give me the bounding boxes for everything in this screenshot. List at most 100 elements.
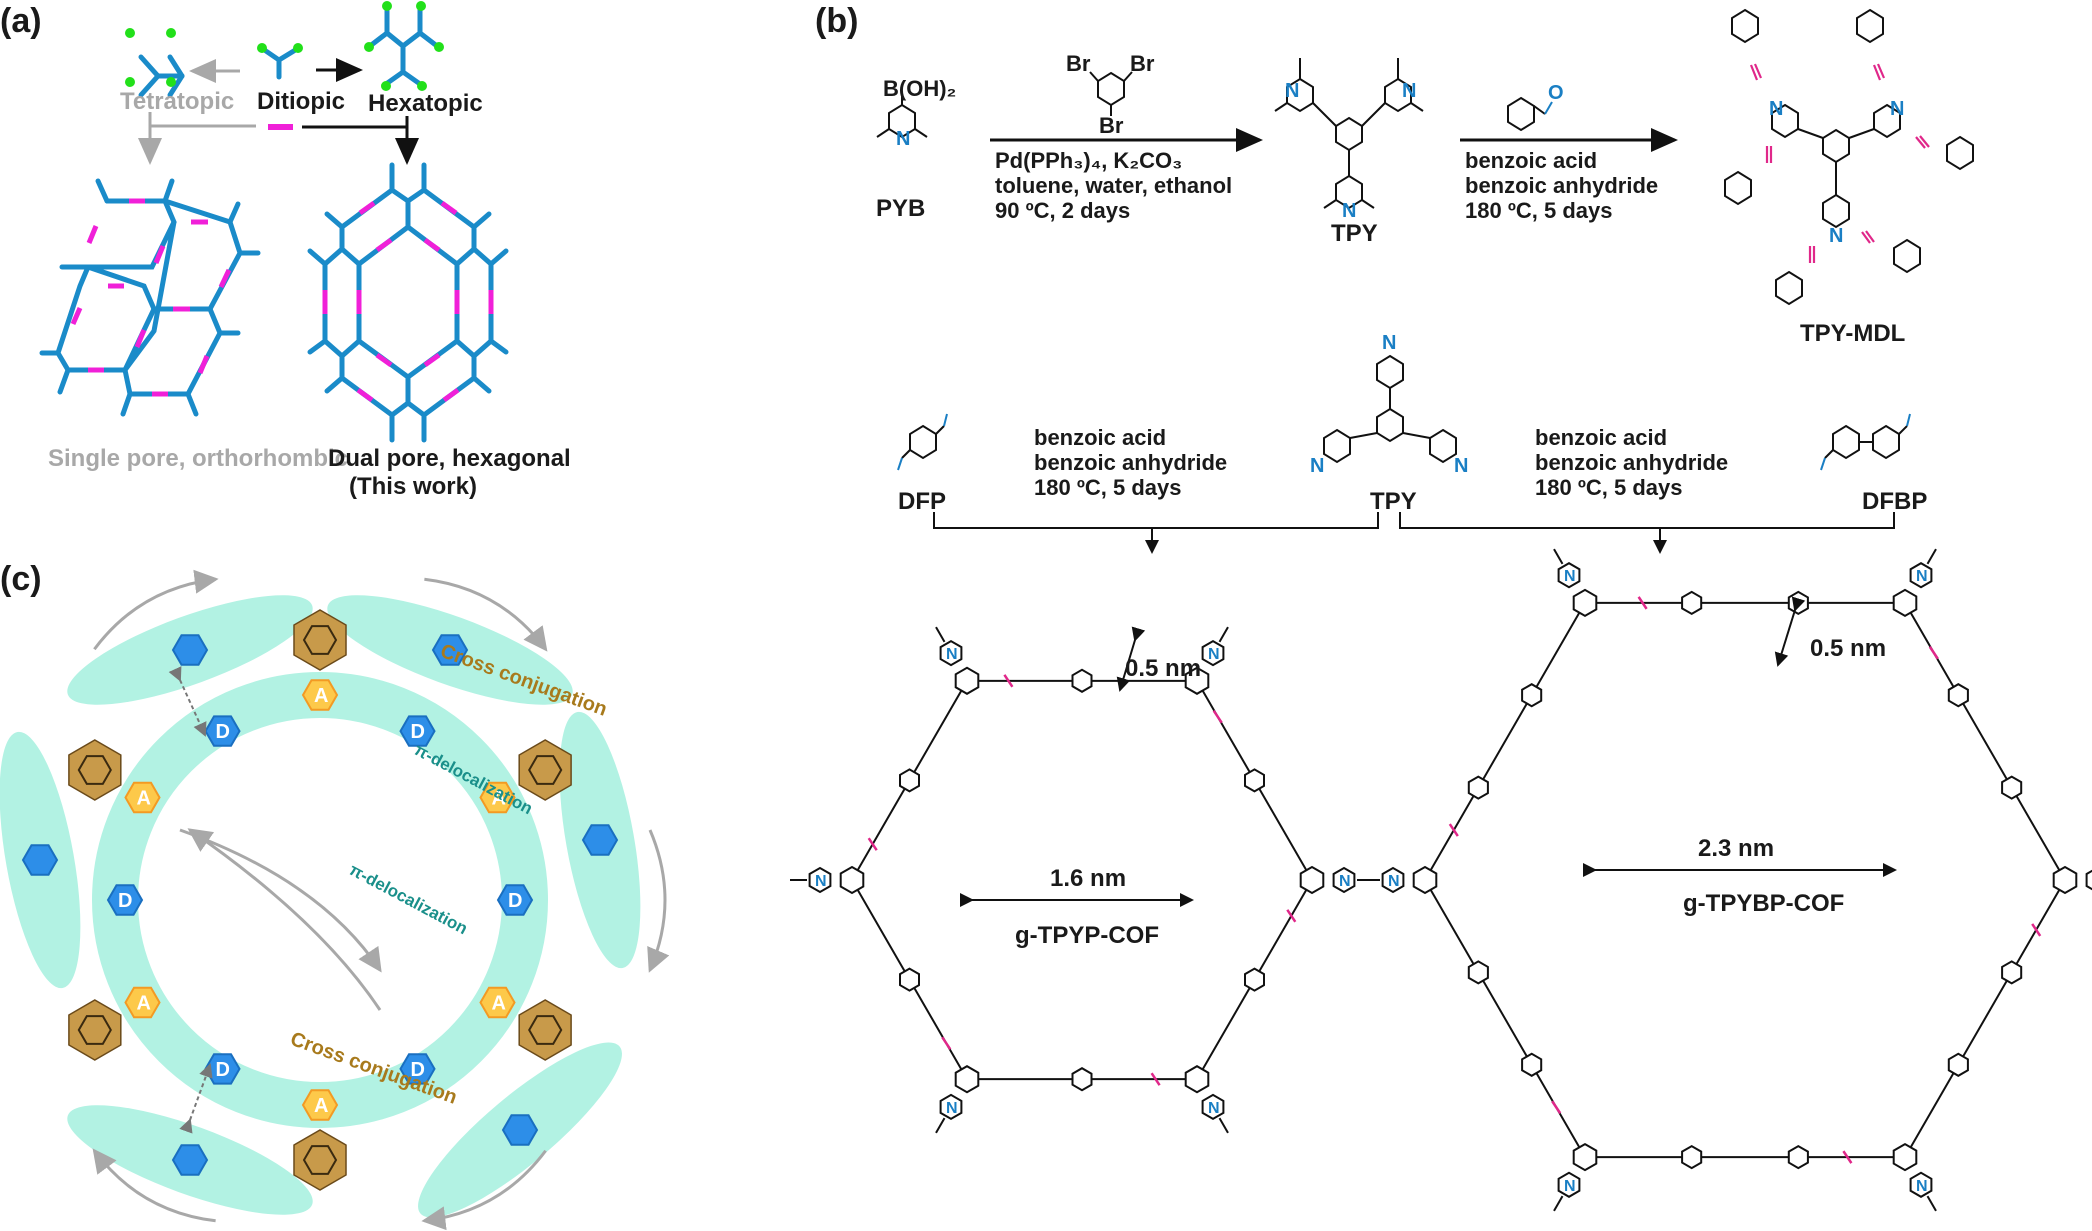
core-benzene-ring: [302, 625, 338, 655]
donor-label: D: [411, 1059, 425, 1081]
tetratopic-label: Tetratopic: [120, 88, 235, 115]
panel-c-label: (c): [0, 560, 42, 598]
vinylene-bond: [1842, 1150, 1853, 1164]
vinylene-bond: [1150, 1072, 1161, 1086]
benzene-core-ring: [1892, 588, 1918, 618]
pyridine-ring: [1909, 1171, 1933, 1198]
tpy-lower-n-label-3: N: [1454, 455, 1469, 477]
triazine-core-triangle: [293, 609, 347, 671]
phenyl-linker-ring: [1521, 683, 1543, 708]
vinylene-bond: [1448, 823, 1459, 837]
benzene-core-ring: [1572, 588, 1598, 618]
phenyl-linker-ring: [899, 967, 920, 992]
single-pore-label: Single pore, orthorhombic: [48, 445, 349, 472]
pyridine-nitrogen-label: N: [1564, 568, 1576, 585]
phenyl-linker-ring: [1071, 1067, 1093, 1092]
phenyl-linker-ring: [1681, 1144, 1703, 1170]
cross-conjugation-arrow: [168, 666, 207, 737]
vinylene-bond: [1551, 1100, 1562, 1114]
dfbp-molecule: [1820, 413, 1911, 471]
tpy-molecule: [1274, 58, 1424, 210]
pyridine-ring: [808, 866, 832, 894]
core-benzene-ring: [528, 755, 563, 785]
panel-b-label: (b): [815, 2, 859, 40]
donor-label: D: [216, 1059, 230, 1081]
pyridine-ring: [1909, 562, 1933, 589]
dfbp-conditions: benzoic acid benzoic anhydride 180 ºC, 5…: [1535, 425, 1729, 500]
acceptor-label: A: [314, 685, 328, 707]
bromo-label-1: Br: [1066, 51, 1091, 76]
benzaldehyde-molecule: [1507, 96, 1553, 132]
small-pore-dimension-arrow: [1774, 596, 1806, 667]
pyb-label: PYB: [876, 195, 926, 222]
vinylene-bond: [1637, 596, 1648, 610]
acceptor-label: A: [136, 788, 150, 810]
phenyl-linker-ring: [1681, 590, 1703, 616]
tpy-mdl-label: TPY-MDL: [1800, 320, 1906, 347]
core-benzene-ring: [528, 1015, 563, 1045]
benzene-core-ring: [1299, 865, 1325, 895]
tpy-lower-label: TPY: [1370, 488, 1417, 515]
pyridine-ring: [1201, 1093, 1225, 1121]
phenyl-linker-ring: [899, 768, 920, 793]
outer-conjugation-arrow: [421, 1149, 547, 1231]
acceptor-pyridine-ring: [301, 1089, 339, 1121]
outer-conjugation-arrow: [647, 829, 670, 973]
pyridine-nitrogen-label: N: [1208, 1100, 1220, 1117]
g-tpyp-cof-small-pore-label: 0.5 nm: [1125, 655, 1202, 682]
tpy-mdl-molecule: [1724, 8, 1974, 306]
arrow-to-single-pore: [138, 112, 256, 165]
vinylene-bond: [1003, 674, 1014, 688]
phenyl-linker-ring: [1467, 775, 1489, 800]
pi-delocalization-arrow: [187, 828, 382, 1011]
acceptor-pyridine-ring: [479, 986, 516, 1019]
bromo-label-2: Br: [1130, 51, 1155, 76]
phenyl-linker-ring: [1071, 668, 1093, 693]
outer-donor-ring: [21, 844, 59, 876]
g-tpybp-cof-large-pore-label: 2.3 nm: [1698, 835, 1775, 862]
core-benzene-ring: [77, 1015, 112, 1045]
g-tpybp-cof-name: g-TPYBP-COF: [1683, 890, 1845, 917]
pyridine-nitrogen-label: N: [1208, 646, 1220, 663]
triazine-core-triangle: [68, 739, 122, 801]
outer-conjugation-arrow: [93, 569, 219, 651]
phenyl-linker-ring: [1467, 960, 1489, 985]
pyridine-nitrogen-label: N: [946, 646, 958, 663]
g-tpybp-cof-small-pore-label: 0.5 nm: [1810, 635, 1887, 662]
pyridine-nitrogen-label: N: [1339, 873, 1351, 890]
dfbp-label: DFBP: [1862, 488, 1928, 515]
pyridine-ring: [1201, 639, 1225, 667]
outer-donor-ring: [171, 634, 209, 666]
donor-label: D: [411, 721, 425, 743]
tpy-mdl-n-label-3: N: [1829, 225, 1844, 247]
dfp-to-cof-connector: [933, 512, 1379, 529]
arrow-to-dual-pore: [302, 116, 419, 165]
small-pore-dimension-arrow: [1116, 626, 1146, 692]
outer-donor-ring: [501, 1114, 539, 1146]
ditiopic-node-icon: [257, 43, 303, 80]
tpy-mdl-n-label-1: N: [1769, 98, 1784, 120]
vinylene-bond: [1212, 709, 1223, 724]
tpy-n-label-3: N: [1342, 200, 1357, 222]
g-tpyp-cof-name: g-TPYP-COF: [1015, 922, 1159, 949]
benzene-core-ring: [1184, 1065, 1210, 1094]
dfp-conditions: benzoic acid benzoic anhydride 180 ºC, 5…: [1034, 425, 1228, 500]
phenyl-linker-ring: [1521, 1052, 1543, 1077]
phenyl-linker-ring: [2001, 775, 2023, 800]
benzaldehyde-o-label: O: [1548, 82, 1564, 104]
donor-benzene-ring: [399, 1053, 436, 1085]
pyridine-nitrogen-label: N: [1916, 1178, 1928, 1195]
pyridine-nitrogen-label: N: [815, 873, 827, 890]
step2-conditions: benzoic acid benzoic anhydride 180 ºC, 5…: [1465, 148, 1659, 223]
pyridine-ring: [939, 639, 963, 667]
core-benzene-ring: [302, 1145, 338, 1175]
benzene-core-ring: [1184, 666, 1210, 695]
tpy-lower-n-label-2: N: [1310, 455, 1325, 477]
step1-conditions: Pd(PPh₃)₄, K₂CO₃ toluene, water, ethanol…: [995, 148, 1233, 223]
pyridine-ring: [1332, 866, 1356, 894]
